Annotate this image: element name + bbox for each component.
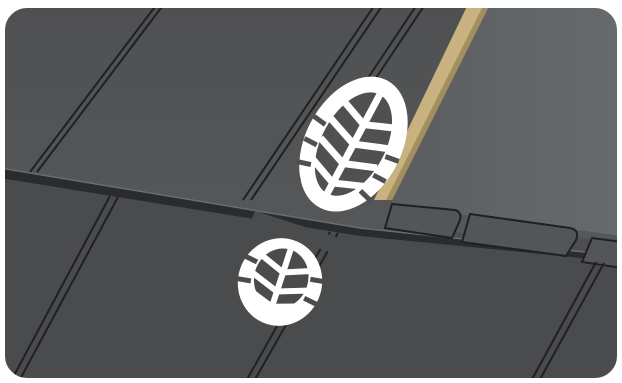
boot-print-small [236, 210, 343, 326]
wooden-slat-shadow [386, 6, 492, 200]
boot-print-large [296, 76, 408, 212]
edge-tiles [383, 202, 619, 270]
right-roof-section [390, 6, 619, 236]
frame-border [1, 4, 621, 382]
